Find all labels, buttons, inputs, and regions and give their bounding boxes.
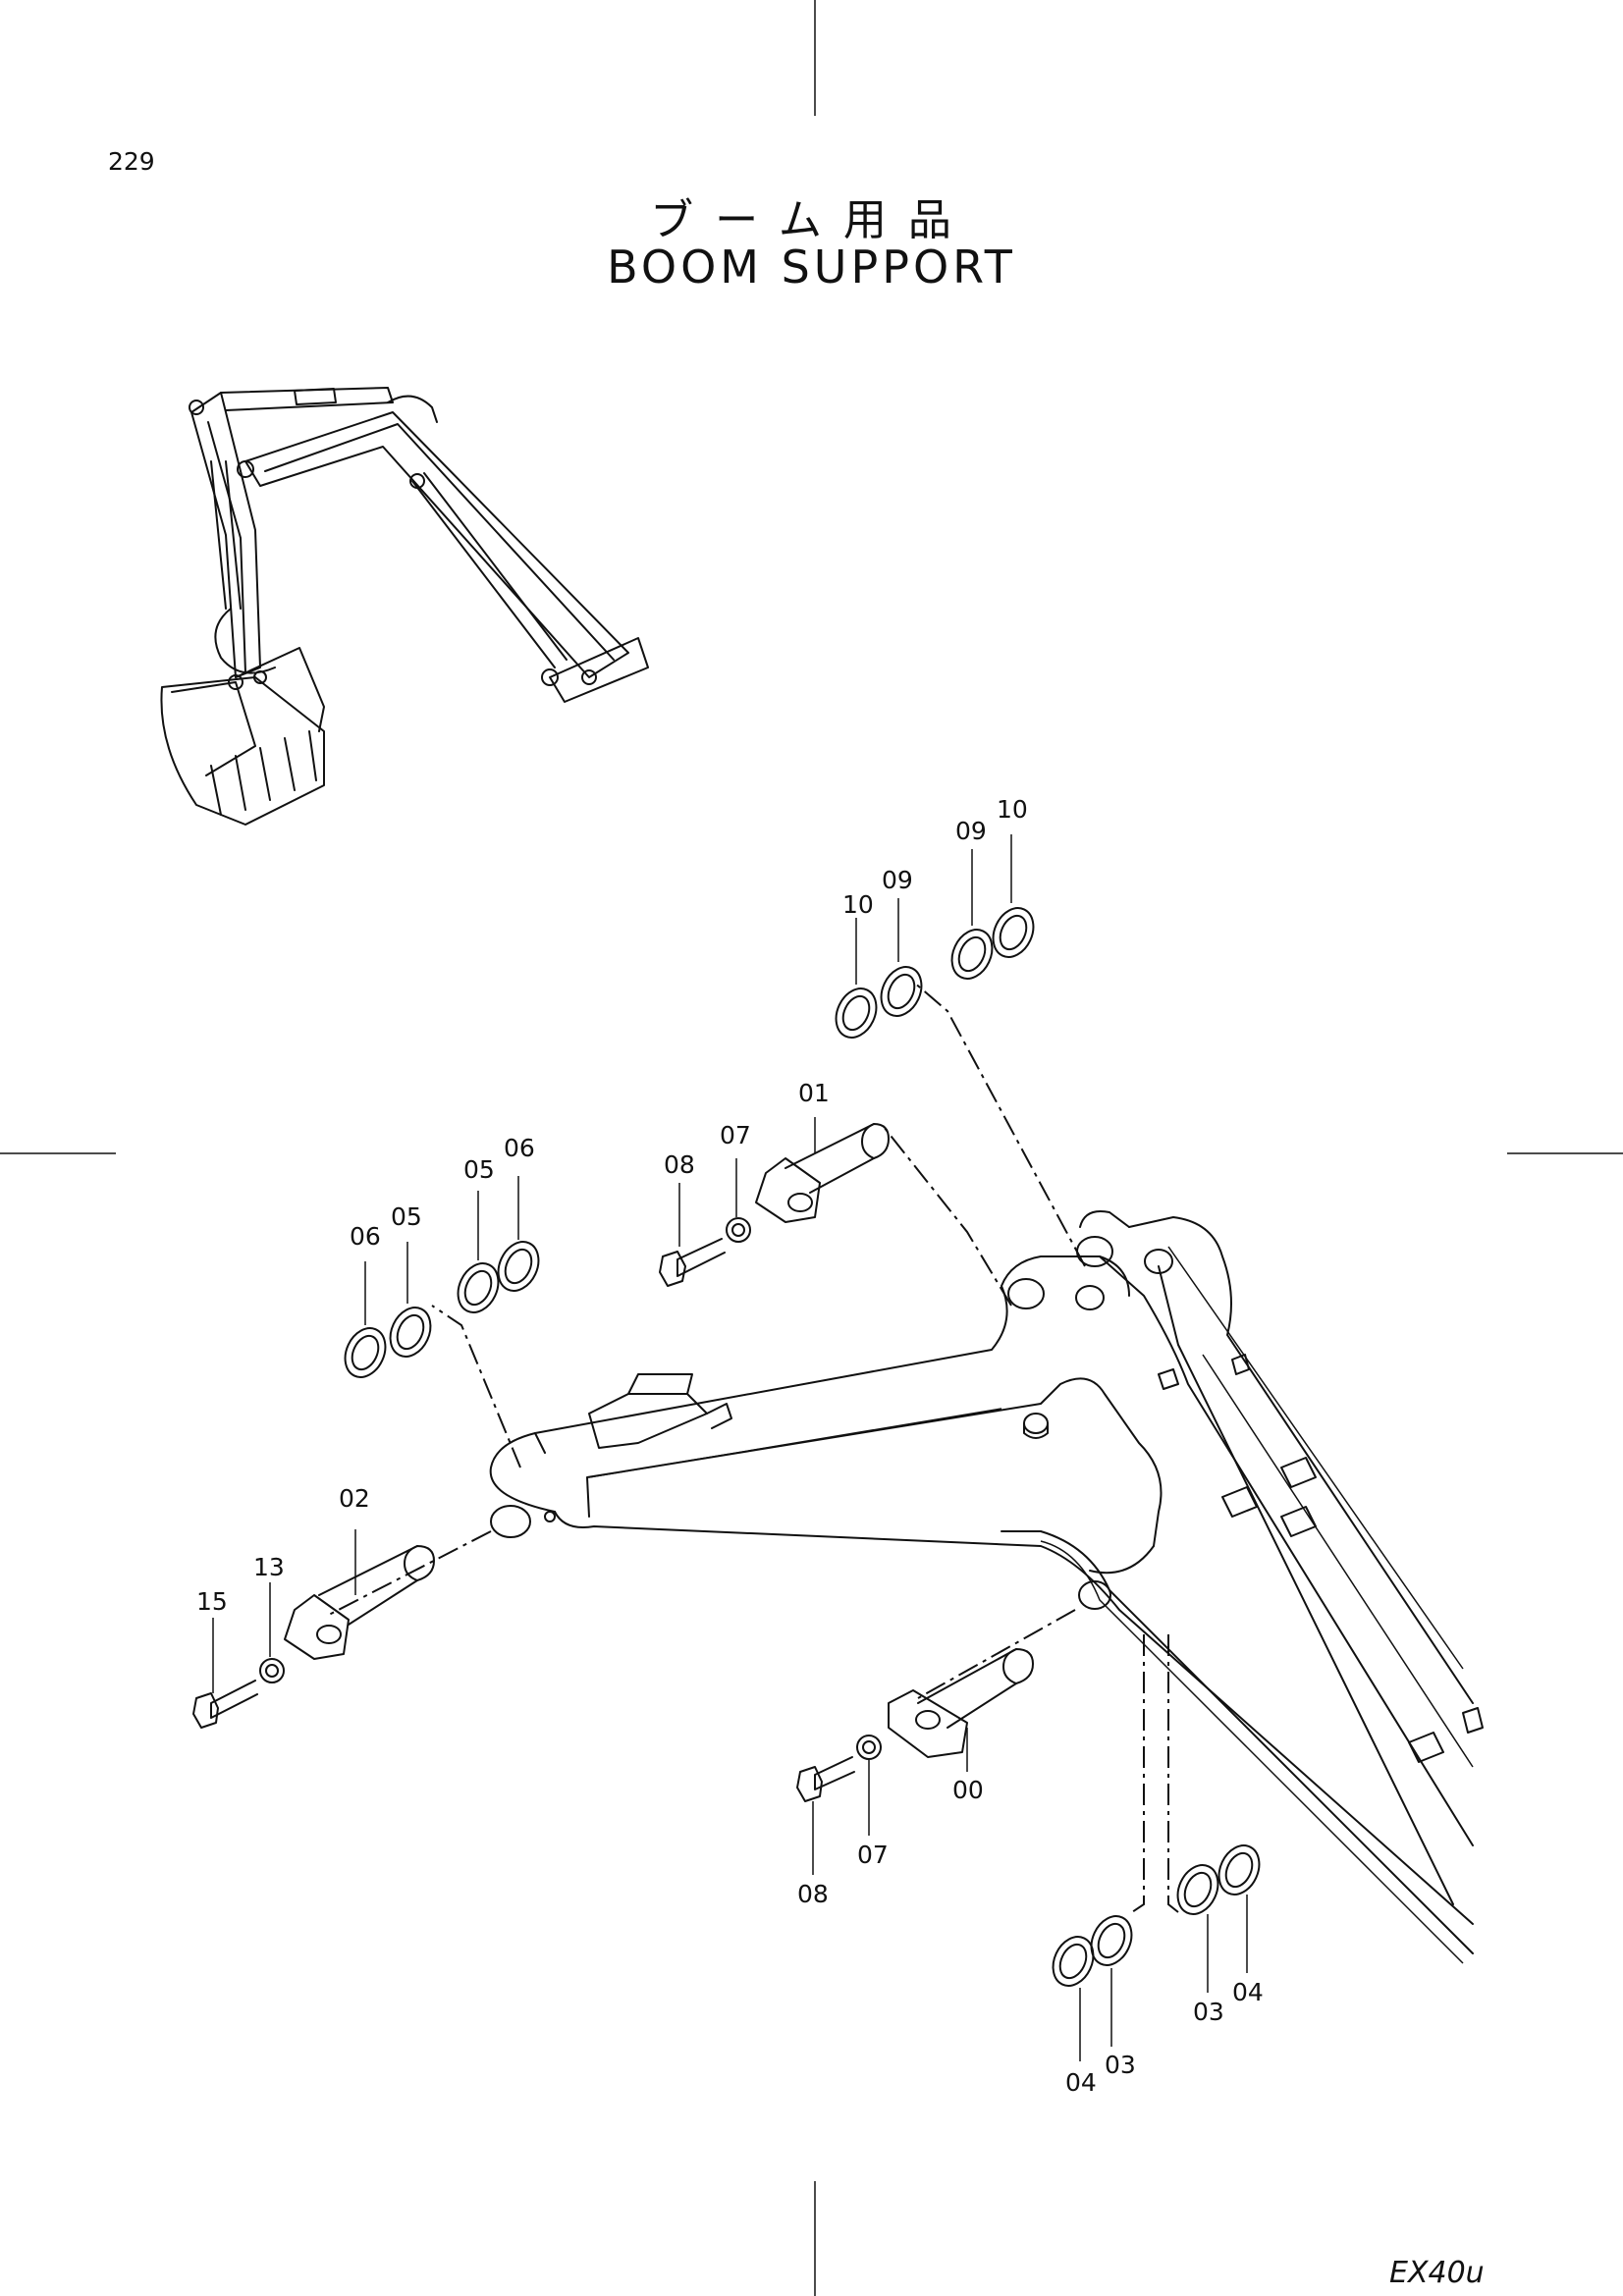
callout-06: 06 [504, 1134, 535, 1162]
shim-rings [344, 907, 1261, 1987]
boom-structure [489, 1210, 1484, 1964]
callout-04: 04 [1065, 2068, 1097, 2097]
assembly-centerlines [328, 981, 1179, 1915]
callout-13: 13 [253, 1553, 285, 1581]
callout-06: 06 [350, 1222, 381, 1251]
callout-08: 08 [664, 1150, 695, 1179]
callout-02: 02 [339, 1484, 370, 1513]
boom-tab-blocks [1158, 1354, 1484, 1763]
page-title: BOOM SUPPORT [607, 240, 1016, 294]
pin-00-assembly [796, 1648, 1034, 1802]
callout-01: 01 [798, 1079, 830, 1107]
callout-07: 07 [720, 1121, 751, 1149]
page-title-japanese: ブーム用品 [650, 195, 973, 245]
callout-08: 08 [797, 1880, 829, 1908]
callout-10: 10 [842, 890, 874, 919]
model-label: EX40u [1389, 2256, 1485, 2290]
pin-02-assembly [192, 1545, 435, 1729]
callout-15: 15 [196, 1587, 228, 1616]
callout-03: 03 [1105, 2051, 1136, 2079]
callout-09: 09 [955, 817, 987, 845]
callout-09: 09 [882, 866, 913, 894]
callout-05: 05 [391, 1202, 422, 1231]
callout-labels: 10 09 09 10 01 07 08 05 06 06 05 02 13 1… [196, 795, 1264, 2097]
page-number: 229 [108, 147, 155, 176]
callout-00: 00 [952, 1776, 984, 1804]
callout-05: 05 [463, 1155, 495, 1184]
callout-07: 07 [857, 1841, 889, 1869]
callout-10: 10 [997, 795, 1028, 824]
excavator-overview-illustration [160, 387, 649, 826]
callout-03: 03 [1193, 1998, 1224, 2026]
pin-01-assembly [659, 1123, 890, 1287]
callout-leaders [212, 834, 1248, 2061]
callout-04: 04 [1232, 1978, 1264, 2006]
